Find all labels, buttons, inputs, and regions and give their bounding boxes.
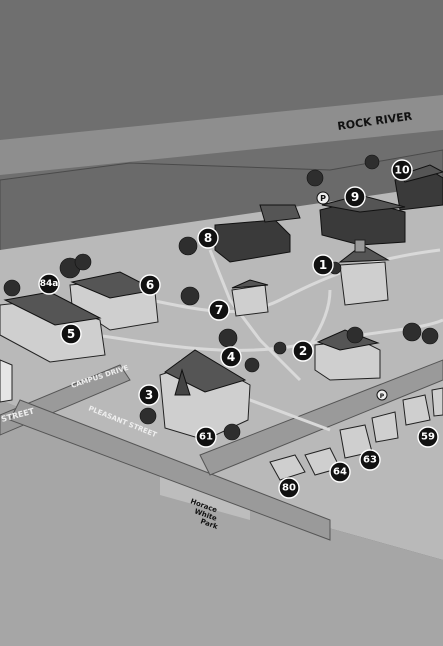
marker-1[interactable]: 1 (312, 254, 334, 276)
marker-4[interactable]: 4 (220, 346, 242, 368)
svg-text:P: P (320, 194, 326, 203)
building-8 (214, 204, 301, 263)
svg-text:63: 63 (363, 455, 377, 466)
svg-text:80: 80 (282, 483, 296, 494)
marker-6[interactable]: 6 (139, 274, 161, 296)
building-left-edge (0, 359, 13, 403)
svg-text:5: 5 (67, 327, 75, 341)
marker-80[interactable]: 80 (278, 477, 300, 499)
svg-text:61: 61 (199, 432, 213, 443)
marker-5[interactable]: 5 (60, 323, 82, 345)
building-9 (319, 194, 406, 246)
building-2 (314, 329, 381, 381)
marker-10[interactable]: 10 (391, 159, 413, 181)
svg-text:P: P (380, 393, 385, 400)
marker-59[interactable]: 59 (417, 426, 439, 448)
marker-84a[interactable]: 84a (38, 273, 60, 295)
path-5 (308, 289, 332, 346)
building-4-church (159, 349, 251, 441)
riverbank (0, 95, 443, 175)
svg-text:3: 3 (145, 388, 153, 402)
marker-64[interactable]: 64 (329, 461, 351, 483)
path-3 (208, 249, 302, 382)
svg-text:7: 7 (215, 303, 223, 317)
building-1 (338, 239, 390, 306)
svg-text:2: 2 (299, 344, 307, 358)
houses-row (269, 387, 443, 481)
svg-text:64: 64 (333, 467, 347, 478)
parking-icon: P (316, 191, 330, 205)
marker-3[interactable]: 3 (138, 384, 160, 406)
svg-text:6: 6 (146, 278, 154, 292)
building-5 (0, 291, 106, 363)
svg-text:9: 9 (351, 190, 359, 204)
marker-2[interactable]: 2 (292, 340, 314, 362)
svg-text:59: 59 (421, 432, 435, 443)
marker-8[interactable]: 8 (197, 227, 219, 249)
building-7 (231, 279, 269, 317)
marker-63[interactable]: 63 (359, 449, 381, 471)
lower-lawn (0, 400, 443, 646)
svg-text:84a: 84a (40, 279, 59, 289)
svg-text:4: 4 (227, 350, 235, 364)
svg-text:10: 10 (394, 164, 410, 177)
marker-7[interactable]: 7 (208, 299, 230, 321)
svg-text:8: 8 (204, 231, 212, 245)
marker-9[interactable]: 9 (344, 186, 366, 208)
svg-text:1: 1 (319, 258, 327, 272)
marker-61[interactable]: 61 (195, 426, 217, 448)
parking-icon-2: P (376, 389, 388, 401)
pleasant-street-road (9, 399, 331, 541)
street-road (199, 359, 443, 476)
